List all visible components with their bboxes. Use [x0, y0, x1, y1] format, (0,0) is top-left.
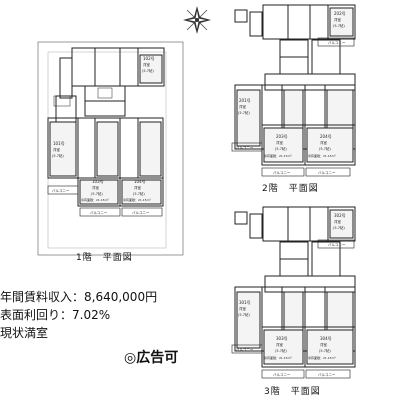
balcony-label: バルコニー	[318, 171, 336, 175]
balcony-label: バルコニー	[132, 211, 150, 215]
room-304-number: 304号	[320, 335, 332, 341]
svg-text:(5.7帖): (5.7帖)	[52, 153, 64, 158]
svg-text:洋室: 洋室	[334, 219, 342, 224]
svg-text:(5.7帖): (5.7帖)	[275, 348, 287, 353]
svg-text:洋室: 洋室	[320, 342, 328, 347]
room-103-number: 103号	[92, 178, 104, 184]
room-302-number: 302号	[334, 212, 346, 218]
balcony-label: バルコニー	[328, 243, 346, 247]
svg-text:専有面積：21.15m²: 専有面積：21.15m²	[308, 355, 337, 360]
surface-yield: 表面利回り：7.02%	[0, 308, 111, 322]
floor-3-plan	[231, 206, 356, 379]
floor-3-text: 302号 洋室 (5.7帖) 301号 洋室 (5.7帖) 303号 洋室 (5…	[236, 212, 346, 377]
svg-text:(5.7帖): (5.7帖)	[238, 312, 250, 317]
room-301-number: 301号	[239, 299, 251, 305]
svg-text:専有面積：21.15m²: 専有面積：21.15m²	[123, 197, 152, 202]
svg-text:洋室: 洋室	[276, 140, 284, 145]
svg-text:(5.7帖): (5.7帖)	[133, 191, 145, 196]
svg-text:(5.7帖): (5.7帖)	[333, 225, 345, 230]
balcony-label: バルコニー	[52, 189, 70, 193]
room-202-number: 202号	[334, 10, 346, 16]
advertising-allowed-note: ◎広告可	[124, 350, 179, 366]
svg-text:専有面積：21.15m²: 専有面積：21.15m²	[81, 197, 110, 202]
svg-text:専有面積：21.15m²: 専有面積：21.15m²	[264, 153, 293, 158]
room-201-number: 201号	[239, 97, 251, 103]
compass-rose-icon	[183, 6, 211, 34]
svg-text:洋室: 洋室	[276, 342, 284, 347]
floor-1-label: 1階 平面図	[76, 253, 133, 263]
floor-3-label: 3階 平面図	[264, 387, 321, 397]
svg-text:洋室: 洋室	[134, 185, 141, 190]
svg-text:洋室: 洋室	[53, 147, 60, 152]
floor-2-label: 2階 平面図	[262, 184, 319, 194]
balcony-label: バルコニー	[90, 211, 108, 215]
room-204-number: 204号	[320, 133, 332, 139]
balcony-label: バルコニー	[273, 373, 291, 377]
svg-text:洋室: 洋室	[239, 306, 246, 311]
occupancy-status: 現状満室	[0, 326, 49, 340]
room-203-number: 203号	[276, 133, 288, 139]
svg-text:(5.7帖): (5.7帖)	[275, 146, 287, 151]
svg-text:洋室: 洋室	[92, 185, 99, 190]
svg-text:(5.7帖): (5.7帖)	[238, 110, 250, 115]
svg-text:洋室: 洋室	[320, 140, 328, 145]
svg-text:専有面積：21.15m²: 専有面積：21.15m²	[308, 153, 337, 158]
svg-text:洋室: 洋室	[334, 17, 342, 22]
floor-1-text: 102号 洋室 (5.7帖) 101号 洋室 (5.7帖) 103号 洋室 (5…	[52, 55, 155, 215]
balcony-label: バルコニー	[328, 41, 346, 45]
room-303-number: 303号	[276, 335, 288, 341]
annual-income: 年間賃料収入：8,640,000円	[0, 290, 158, 304]
balcony-label: バルコニー	[236, 146, 254, 150]
svg-text:(5.7帖): (5.7帖)	[333, 23, 345, 28]
svg-text:(5.7帖): (5.7帖)	[319, 146, 331, 151]
floor-2-text: 202号 洋室 (5.7帖) 201号 洋室 (5.7帖) 203号 洋室 (5…	[236, 10, 346, 175]
floor-2-plan	[231, 4, 356, 177]
room-104-number: 104号	[134, 178, 146, 184]
svg-text:(5.7帖): (5.7帖)	[319, 348, 331, 353]
balcony-label: バルコニー	[318, 373, 336, 377]
room-102-number: 102号	[143, 55, 155, 61]
svg-text:(5.7帖): (5.7帖)	[91, 191, 103, 196]
balcony-label: バルコニー	[236, 348, 254, 352]
svg-text:洋室: 洋室	[143, 62, 150, 67]
balcony-label: バルコニー	[273, 171, 291, 175]
room-101-number: 101号	[53, 140, 65, 146]
svg-text:専有面積：21.15m²: 専有面積：21.15m²	[264, 355, 293, 360]
svg-text:洋室: 洋室	[239, 104, 246, 109]
svg-text:(5.7帖): (5.7帖)	[142, 68, 154, 73]
floor-1-plan	[37, 41, 184, 256]
